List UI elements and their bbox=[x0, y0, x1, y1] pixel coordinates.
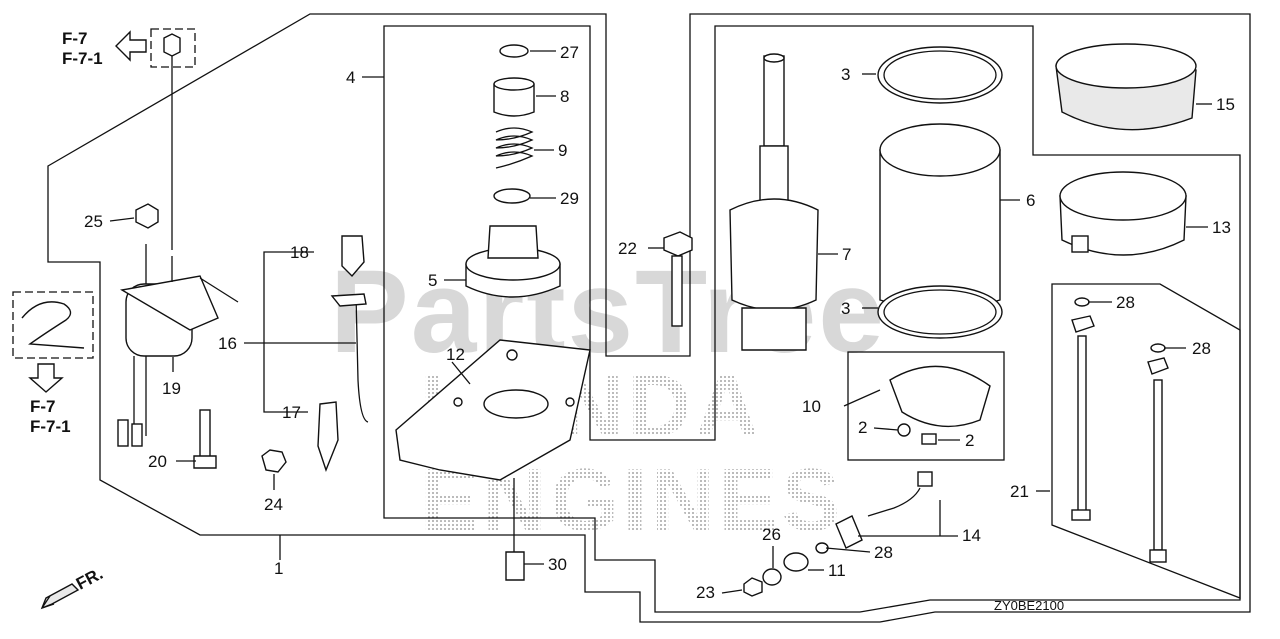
insulator-washer-icon bbox=[1147, 357, 1169, 375]
callout-25: 25 bbox=[84, 212, 103, 231]
callout-7: 7 bbox=[842, 245, 851, 264]
brush-terminal-icon bbox=[835, 471, 933, 549]
callout-23: 23 bbox=[696, 583, 715, 602]
cover-band-icon bbox=[1055, 43, 1197, 131]
washer-icon bbox=[762, 568, 782, 586]
washer-icon bbox=[1150, 343, 1166, 353]
front-cover-bracket-icon bbox=[395, 339, 591, 481]
nut-icon bbox=[743, 577, 763, 597]
front-direction-arrow: FR. bbox=[40, 564, 106, 610]
brush-holder-icon bbox=[889, 365, 991, 428]
screw-icon bbox=[897, 423, 911, 437]
reference-arrow-left: F-7 F-7-1 bbox=[28, 363, 71, 436]
o-ring-icon bbox=[877, 285, 1003, 339]
nut-icon bbox=[135, 203, 159, 229]
callout-4: 4 bbox=[346, 68, 355, 87]
group-outline-bolts-21 bbox=[1051, 283, 1241, 599]
group-outline-assembly-4 bbox=[383, 25, 1241, 613]
callout-10: 10 bbox=[802, 397, 821, 416]
starter-solenoid-icon bbox=[117, 244, 219, 447]
callout-2: 2 bbox=[965, 431, 974, 450]
callout-1: 1 bbox=[274, 559, 283, 578]
reference-left-line1: F-7 bbox=[30, 397, 56, 416]
washer-icon bbox=[493, 188, 531, 204]
callout-14: 14 bbox=[962, 526, 981, 545]
callout-12: 12 bbox=[446, 345, 465, 364]
callout-3: 3 bbox=[841, 65, 850, 84]
callout-6: 6 bbox=[1026, 191, 1035, 210]
through-bolt-icon bbox=[663, 231, 693, 327]
bolt-icon bbox=[193, 409, 217, 469]
long-bolt-icon bbox=[1071, 335, 1167, 563]
callout-24: 24 bbox=[264, 495, 283, 514]
pinion-gear-icon bbox=[465, 225, 561, 298]
reference-box-left bbox=[12, 291, 94, 359]
snap-ring-icon bbox=[499, 44, 529, 58]
callout-13: 13 bbox=[1212, 218, 1231, 237]
armature-icon bbox=[729, 53, 819, 351]
callout-29: 29 bbox=[560, 189, 579, 208]
yoke-housing-icon bbox=[879, 123, 1001, 310]
group-outline-assembly-1 bbox=[47, 13, 1251, 623]
callout-19: 19 bbox=[162, 379, 181, 398]
wire-clip-icon bbox=[21, 301, 85, 349]
bushing-icon bbox=[505, 551, 525, 581]
reference-arrow-top: F-7 F-7-1 bbox=[62, 29, 147, 68]
callout-28: 28 bbox=[1116, 293, 1135, 312]
callout-22: 22 bbox=[618, 239, 637, 258]
callout-21: 21 bbox=[1010, 482, 1029, 501]
callout-30: 30 bbox=[548, 555, 567, 574]
cap-nut-icon bbox=[163, 33, 181, 57]
insulator-washer-icon bbox=[1071, 315, 1095, 333]
leader-lines bbox=[109, 50, 1212, 594]
callout-28: 28 bbox=[1192, 339, 1211, 358]
flange-nut-icon bbox=[783, 552, 809, 572]
callout-28: 28 bbox=[874, 543, 893, 562]
washer-icon bbox=[1074, 297, 1090, 307]
callout-labels: 1 2 2 3 3 4 5 6 7 8 9 10 11 12 13 14 15 … bbox=[84, 43, 1235, 602]
spring-icon bbox=[495, 127, 534, 169]
reference-top-line1: F-7 bbox=[62, 29, 88, 48]
callout-2: 2 bbox=[858, 418, 867, 437]
reference-box-top bbox=[150, 28, 196, 68]
callout-20: 20 bbox=[148, 452, 167, 471]
reference-left-line2: F-7-1 bbox=[30, 417, 71, 436]
callout-26: 26 bbox=[762, 525, 781, 544]
group-box-brush-holder bbox=[847, 351, 1005, 461]
callout-16: 16 bbox=[218, 334, 237, 353]
callout-9: 9 bbox=[558, 141, 567, 160]
flange-nut-icon bbox=[261, 449, 287, 473]
rear-cover-icon bbox=[1059, 171, 1187, 256]
reference-top-line2: F-7-1 bbox=[62, 49, 103, 68]
callout-18: 18 bbox=[290, 243, 309, 262]
diagram-code: ZY0BE2100 bbox=[994, 598, 1064, 613]
callout-11: 11 bbox=[828, 561, 846, 580]
callout-27: 27 bbox=[560, 43, 579, 62]
screw-icon bbox=[921, 433, 937, 445]
callout-17: 17 bbox=[282, 403, 301, 422]
starter-cable-icon bbox=[317, 235, 369, 473]
callout-3: 3 bbox=[841, 299, 850, 318]
callout-5: 5 bbox=[428, 271, 437, 290]
o-ring-icon bbox=[877, 46, 1003, 104]
callout-8: 8 bbox=[560, 87, 569, 106]
callout-15: 15 bbox=[1216, 95, 1235, 114]
